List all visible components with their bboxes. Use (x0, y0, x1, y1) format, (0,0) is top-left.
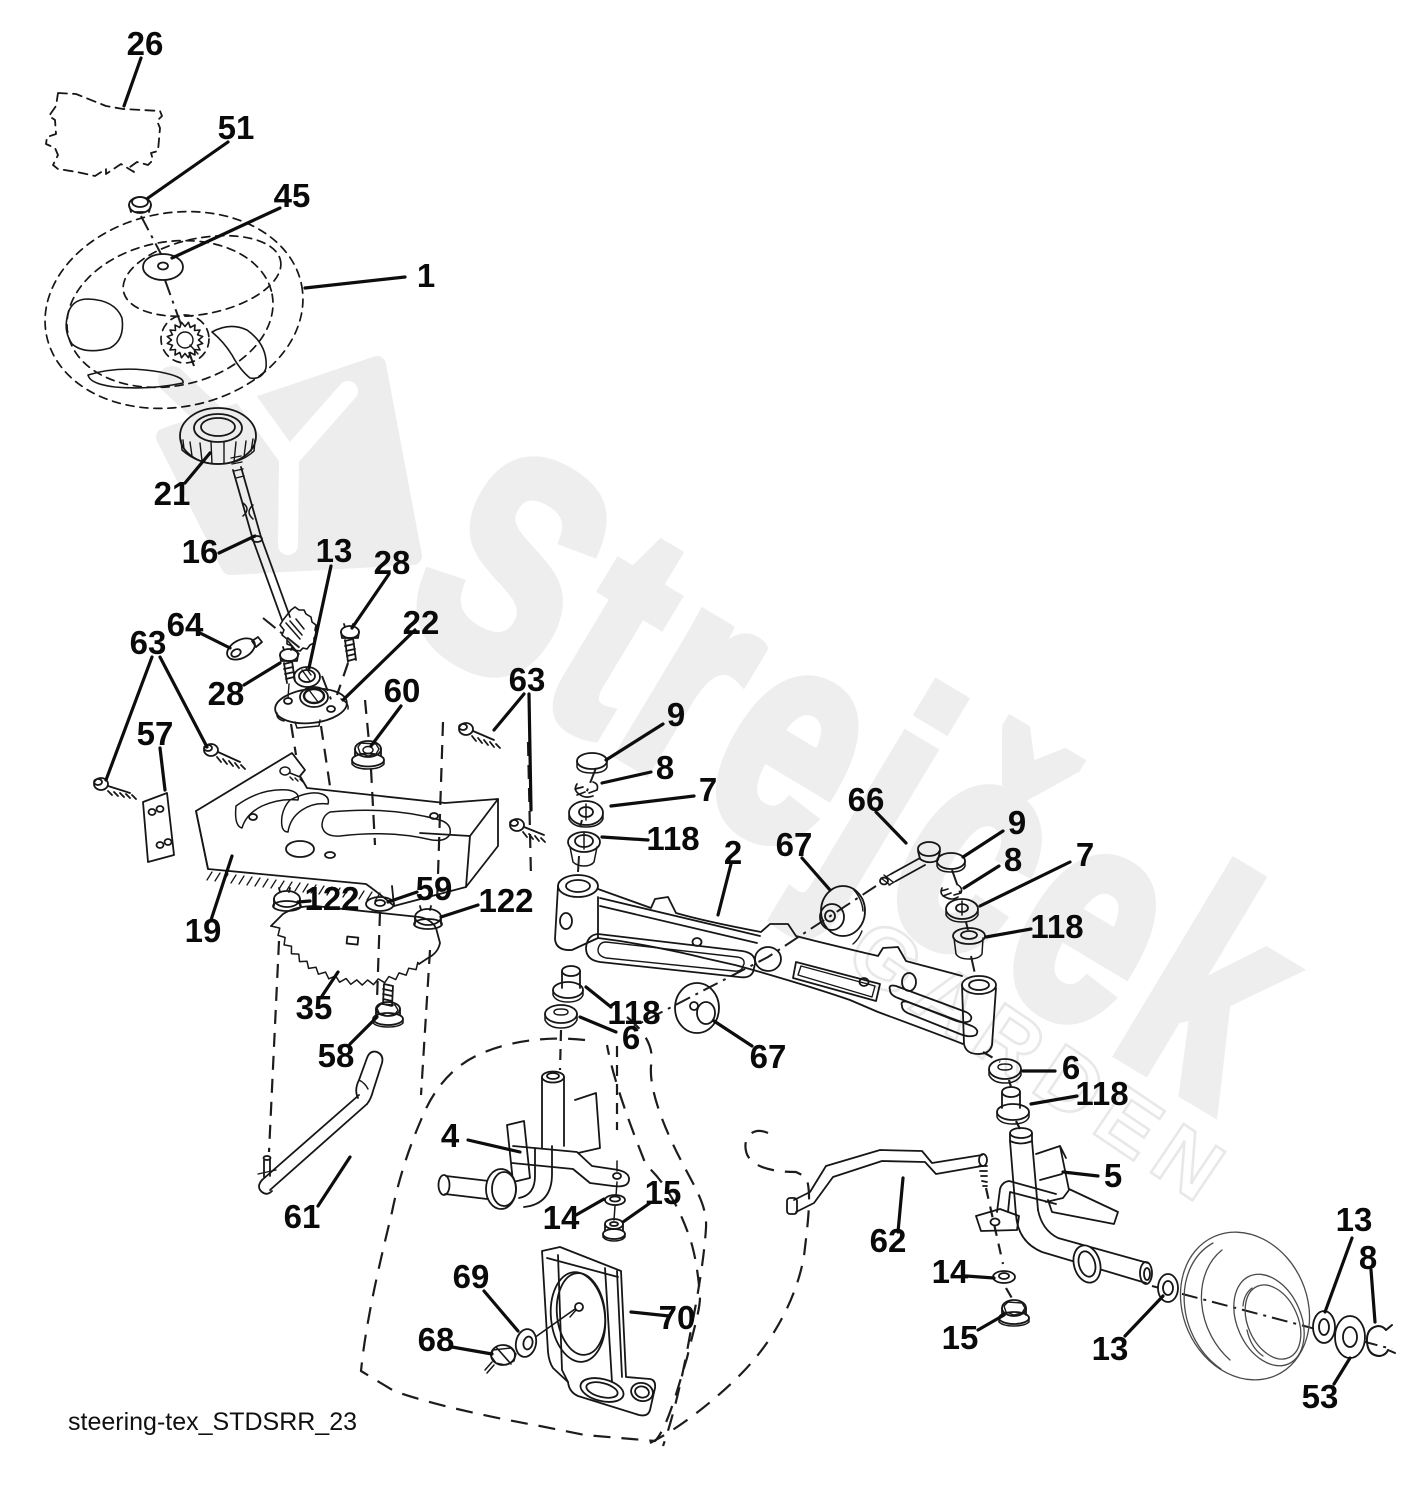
svg-text:63: 63 (130, 624, 167, 661)
svg-text:7: 7 (699, 771, 717, 808)
svg-text:8: 8 (1359, 1239, 1377, 1276)
svg-text:35: 35 (296, 989, 333, 1026)
svg-text:13: 13 (316, 532, 353, 569)
svg-text:8: 8 (656, 749, 674, 786)
svg-text:28: 28 (374, 544, 411, 581)
svg-text:15: 15 (942, 1319, 979, 1356)
svg-text:58: 58 (318, 1037, 355, 1074)
svg-text:6: 6 (1062, 1049, 1080, 1086)
svg-text:67: 67 (750, 1038, 787, 1075)
svg-text:45: 45 (274, 177, 311, 214)
svg-text:64: 64 (167, 606, 204, 643)
svg-text:63: 63 (509, 661, 546, 698)
svg-text:14: 14 (543, 1199, 580, 1236)
svg-text:16: 16 (182, 533, 219, 570)
svg-text:118: 118 (607, 994, 660, 1031)
svg-text:51: 51 (218, 109, 255, 146)
svg-text:53: 53 (1302, 1378, 1339, 1415)
svg-text:7: 7 (1076, 836, 1094, 873)
svg-text:66: 66 (848, 781, 885, 818)
svg-text:steering-tex_STDSRR_23: steering-tex_STDSRR_23 (68, 1408, 357, 1436)
svg-text:60: 60 (384, 672, 421, 709)
svg-text:14: 14 (932, 1253, 969, 1290)
svg-text:68: 68 (418, 1321, 455, 1358)
svg-text:22: 22 (403, 604, 440, 641)
svg-text:70: 70 (659, 1299, 696, 1336)
svg-text:15: 15 (645, 1174, 682, 1211)
svg-text:1: 1 (417, 257, 435, 294)
svg-text:13: 13 (1336, 1201, 1373, 1238)
svg-text:9: 9 (667, 696, 685, 733)
svg-text:9: 9 (1008, 804, 1026, 841)
svg-text:4: 4 (441, 1117, 460, 1154)
svg-text:62: 62 (870, 1222, 907, 1259)
svg-text:118: 118 (646, 820, 699, 857)
svg-text:61: 61 (284, 1198, 321, 1235)
svg-text:19: 19 (185, 912, 222, 949)
svg-text:13: 13 (1092, 1330, 1129, 1367)
svg-text:57: 57 (137, 715, 174, 752)
svg-text:118: 118 (1030, 908, 1083, 945)
svg-text:28: 28 (208, 675, 245, 712)
svg-text:6: 6 (622, 1019, 640, 1056)
svg-text:118: 118 (1075, 1075, 1128, 1112)
svg-text:26: 26 (127, 25, 164, 62)
svg-text:21: 21 (154, 475, 191, 512)
svg-text:2: 2 (724, 834, 742, 871)
svg-text:122: 122 (304, 880, 359, 917)
svg-text:59: 59 (416, 870, 453, 907)
svg-text:8: 8 (1004, 841, 1022, 878)
svg-text:122: 122 (478, 882, 533, 919)
svg-text:67: 67 (776, 826, 813, 863)
svg-text:5: 5 (1104, 1157, 1122, 1194)
svg-text:69: 69 (453, 1258, 490, 1295)
